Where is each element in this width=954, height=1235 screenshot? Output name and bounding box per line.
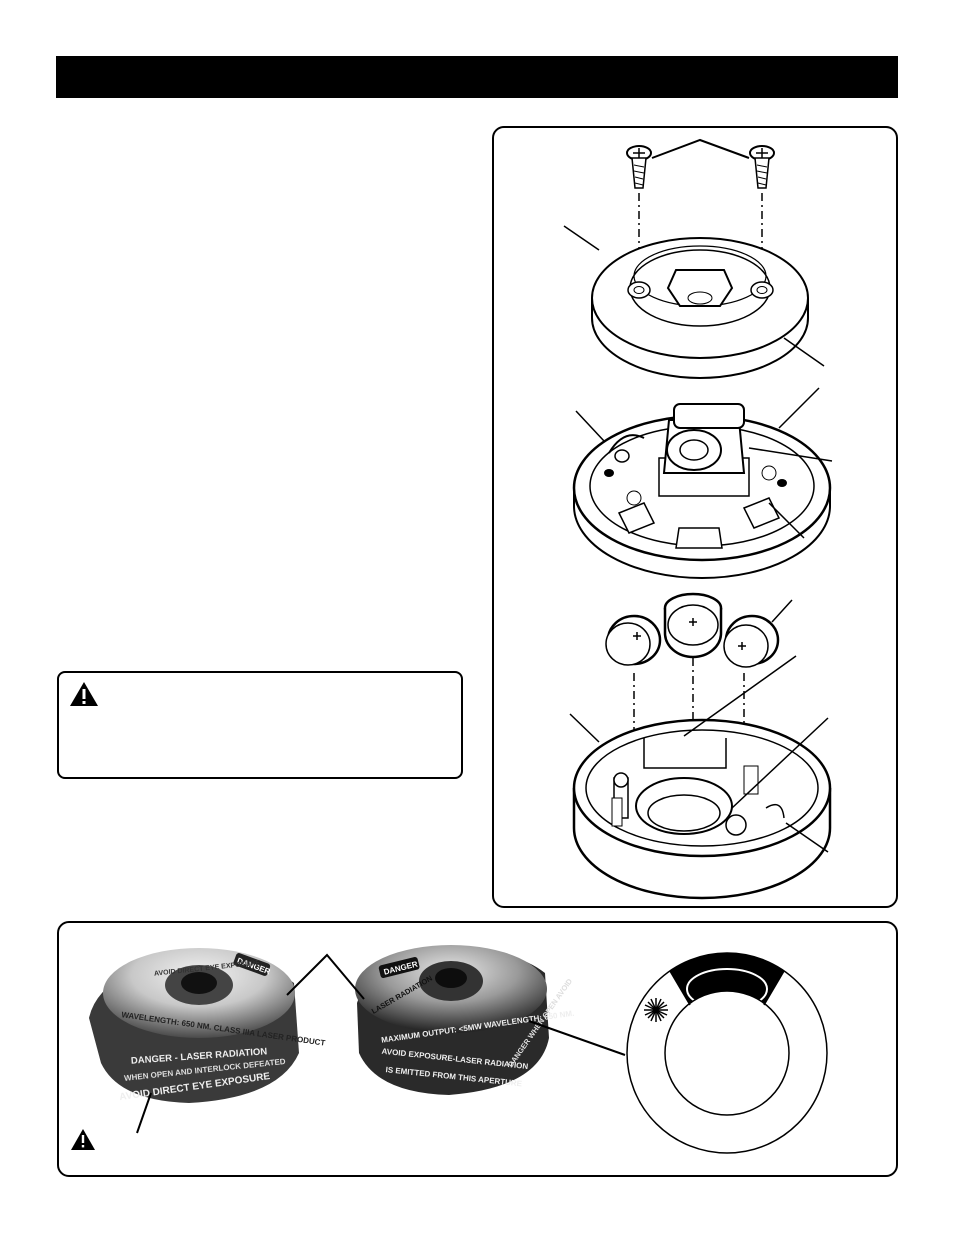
warning-box: [57, 671, 463, 779]
warning-triangle-icon: [71, 1129, 95, 1150]
exploded-view-drawing: [563, 138, 833, 900]
battery-center: [663, 592, 723, 659]
screw-left: [626, 145, 652, 189]
screw-right: [749, 145, 775, 189]
exploded-view-figure: [492, 126, 898, 908]
warning-label-figure: DANGER WAVELENGTH: 650 NM. CLASS IIIA LA…: [57, 921, 898, 1177]
warning-label-drawing: DANGER WAVELENGTH: 650 NM. CLASS IIIA LA…: [71, 945, 828, 1154]
laser-module-photo-left: DANGER WAVELENGTH: 650 NM. CLASS IIIA LA…: [89, 948, 326, 1103]
cover-plate: [591, 237, 809, 379]
battery-left: [605, 614, 662, 666]
warning-triangle-icon: [70, 682, 98, 706]
laser-starburst-icon: [644, 998, 668, 1022]
aperture-label-diagram: [626, 952, 828, 1154]
battery-housing: [572, 718, 832, 900]
battery-right: [723, 614, 780, 668]
page-header-bar: [56, 56, 898, 98]
laser-module: [572, 403, 832, 579]
laser-module-photo-right: DANGER LASER RADIATION MAXIMUM OUTPUT: <…: [355, 945, 575, 1095]
